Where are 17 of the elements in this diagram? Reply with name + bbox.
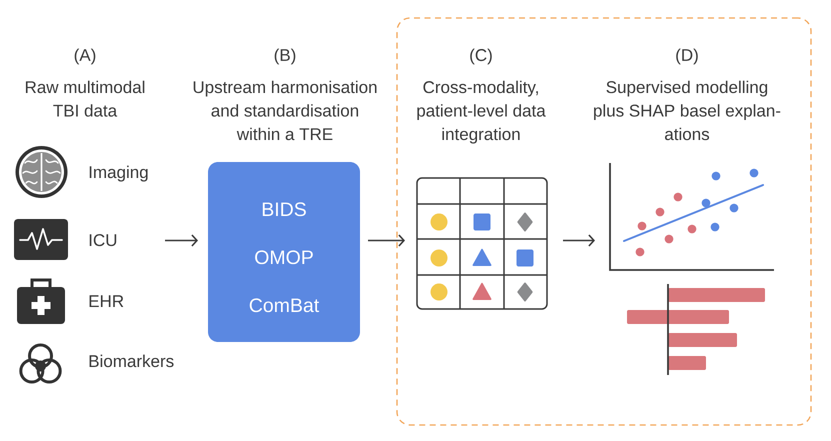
dashed-frame [396, 17, 812, 426]
modality-label: ICU [90, 234, 116, 246]
arrow [563, 234, 595, 247]
heading: Upstream harmonisation and standardisation within a TRE [194, 80, 376, 140]
modality-label: EHR [90, 295, 124, 307]
heading: Supervised modelling plus SHAP basel explan- ations [594, 80, 780, 140]
arrow [368, 234, 405, 247]
heading: Cross-modality, patient-level data integration [417, 80, 546, 144]
modality-label: Biomarkers [90, 354, 174, 368]
heading: Raw multimodal TBI data [26, 80, 144, 117]
modality-label: Imaging [90, 166, 148, 182]
process-box: BIDS OMOP ComBat [208, 162, 360, 342]
panel-label: (C) [470, 48, 492, 64]
panel-label: (B) [274, 48, 296, 64]
panel-label: (A) [74, 48, 96, 64]
panel-label: (D) [676, 48, 698, 64]
arrow [165, 234, 198, 247]
